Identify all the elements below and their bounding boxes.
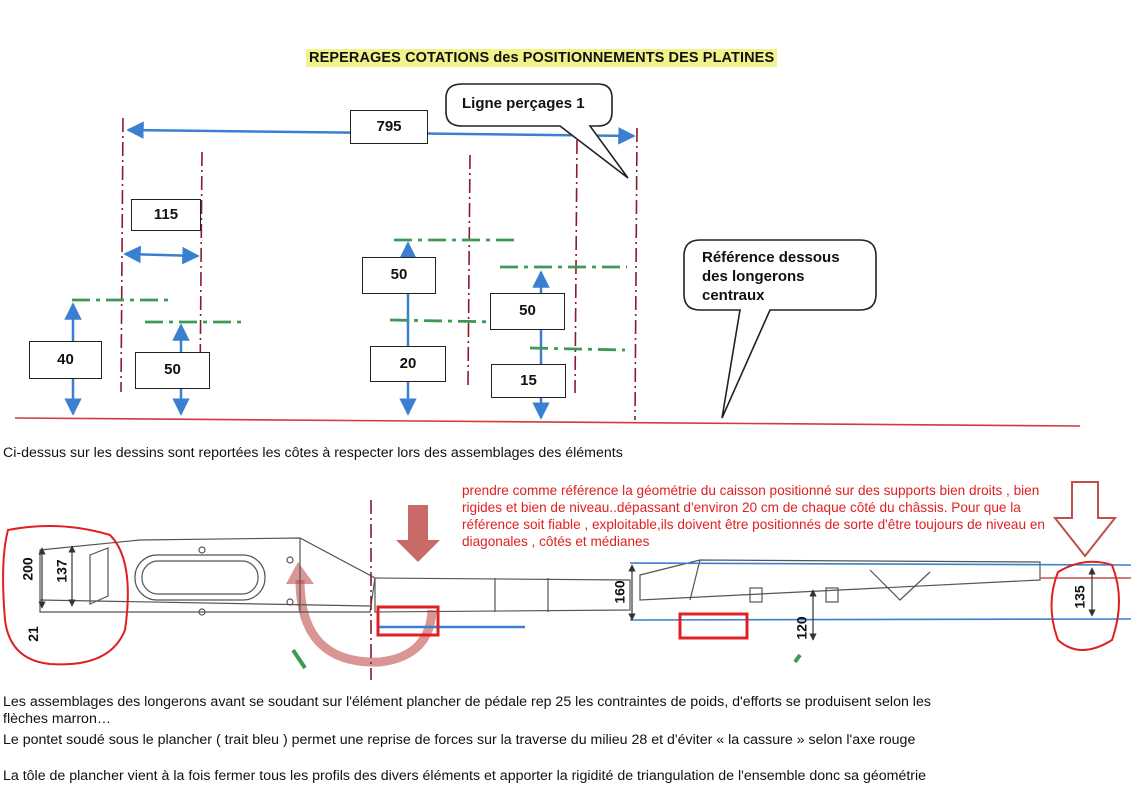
paragraph-3: La tôle de plancher vient à la fois ferm… [3,768,927,784]
dimension-label-135: 135 [1071,585,1088,609]
highlight-circle-left [2,525,129,666]
blue-reference-lines [378,562,1131,629]
load-arrow-down-outline-icon [1052,481,1118,558]
side-dimension-arrows [38,545,1096,641]
callout-reference-line-3: centraux [702,287,765,304]
callout-bubble-line1 [445,83,629,179]
dimension-box-50-middle: 50 [362,257,436,294]
dimension-label-137: 137 [53,559,70,583]
paragraph-2: Le pontet soudé sous le plancher ( trait… [3,732,916,748]
dimension-label-21: 21 [24,626,41,642]
reference-note: prendre comme référence la géométrie du … [462,483,1045,549]
dimension-box-20: 20 [370,346,446,382]
dimension-box-50-right: 50 [490,293,565,330]
dimension-box-115: 115 [131,199,201,231]
dimension-box-15: 15 [491,364,566,398]
load-arrow-down-icon [396,505,440,562]
paragraph-1-line-2: flèches marron… [3,711,112,727]
green-mark-right [793,653,802,664]
dimension-box-40: 40 [29,341,102,379]
dimension-box-795: 795 [350,110,428,144]
callout-reference-line-2: des longerons [702,268,805,285]
rotation-arrow-icon [295,579,437,667]
highlight-circle-right [1050,560,1120,651]
callout-line1-text: Ligne perçages 1 [462,95,585,112]
dimension-label-120: 120 [793,616,810,640]
paragraph-1-line-1: Les assemblages des longerons avant se s… [3,694,931,710]
dimension-label-160: 160 [611,580,628,604]
dimension-label-200: 200 [19,557,36,581]
dimension-box-50-left: 50 [135,352,210,389]
callout-reference-text: Référence dessous des longerons centraux [702,248,840,305]
caption-top: Ci-dessus sur les dessins sont reportées… [3,445,623,461]
chassis-front-section [39,537,376,616]
callout-bubble-reference [683,239,877,419]
chassis-rear-section [639,559,1041,603]
plate-highlight-front [376,605,440,637]
page-title: REPERAGES COTATIONS des POSITIONNEMENTS … [306,49,778,67]
reference-baseline [14,417,1081,427]
callout-reference-line-1: Référence dessous [702,249,840,266]
plate-position-marks [72,238,627,352]
green-mark-left [291,648,307,670]
plate-highlight-rear [678,612,749,640]
